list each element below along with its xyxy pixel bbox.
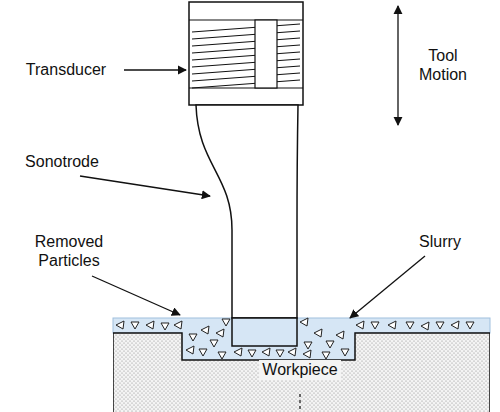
particle [116, 321, 124, 329]
particle [421, 322, 429, 330]
particle [186, 346, 194, 354]
coil-winding [192, 80, 300, 88]
particle [303, 350, 311, 358]
workpiece-body [113, 333, 490, 412]
particle [388, 321, 396, 329]
motion-arrow [397, 6, 398, 125]
leader-arrow [124, 69, 186, 70]
particle [248, 350, 256, 357]
particle [174, 321, 182, 329]
particle [341, 349, 349, 356]
particle [466, 322, 474, 329]
particle [300, 318, 308, 326]
particle [326, 341, 334, 348]
part-label: Slurry [408, 232, 472, 251]
particle [451, 321, 459, 329]
particle [199, 349, 207, 356]
tool-tip [232, 318, 297, 346]
particle [161, 323, 169, 330]
part-label: Removed Particles [14, 232, 124, 270]
coil-winding [192, 31, 300, 39]
particle [262, 348, 270, 356]
particle [276, 350, 284, 357]
particle [314, 329, 322, 337]
coil-winding [192, 59, 300, 67]
workpiece: Workpiece [113, 332, 490, 412]
particle [356, 321, 364, 329]
particle [146, 321, 154, 329]
particle [218, 352, 226, 359]
particle [234, 348, 242, 356]
coil-winding [192, 38, 300, 46]
slurry-layer [113, 318, 490, 333]
coil-winding [192, 52, 300, 60]
coil-winding [192, 73, 300, 81]
particle [336, 331, 344, 339]
particle [371, 322, 379, 329]
center-line [299, 394, 300, 412]
particle [216, 329, 224, 337]
particle [436, 322, 444, 329]
particle [210, 340, 218, 347]
coil-winding [192, 24, 300, 32]
particle [222, 319, 230, 326]
node-label: Workpiece [259, 360, 340, 379]
particle [406, 322, 414, 329]
sonotrode [196, 105, 298, 318]
leader-arrow [92, 276, 180, 315]
coil-winding [192, 45, 300, 53]
part-label: Transducer [10, 60, 122, 79]
part-label: Sonotrode [12, 152, 112, 171]
particle [131, 322, 139, 329]
particle [201, 326, 209, 334]
leader-arrow [80, 176, 210, 196]
transducer [189, 2, 303, 105]
particle [189, 334, 197, 341]
motion-label: Tool Motion [410, 46, 476, 84]
particle [288, 348, 296, 356]
particle [304, 342, 312, 349]
coil-winding [192, 66, 300, 74]
particle [322, 352, 330, 359]
leader-arrow [350, 256, 425, 318]
